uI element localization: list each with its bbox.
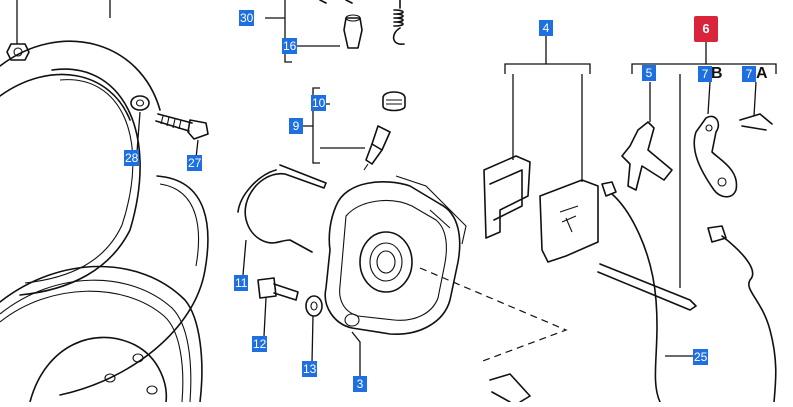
brake-caliper-drawing (324, 175, 467, 378)
callout-7b-suffix: B (711, 65, 723, 82)
callout-10[interactable]: 10 (311, 95, 327, 111)
brake-pad-drawing (483, 36, 599, 263)
callout-28[interactable]: 28 (124, 150, 140, 166)
callout-5[interactable]: 5 (642, 65, 656, 81)
bleeder-screw-drawing (363, 125, 391, 171)
sleeve-drawing (265, 0, 363, 63)
callout-11[interactable]: 11 (234, 275, 249, 291)
callout-3[interactable]: 3 (353, 376, 367, 392)
callout-16[interactable]: 16 (282, 38, 298, 54)
callout-12[interactable]: 12 (252, 336, 268, 352)
spring-drawing (392, 0, 405, 45)
guide-pin-drawing (257, 277, 299, 337)
callout-7a[interactable]: 7 (742, 66, 756, 82)
callout-30[interactable]: 30 (239, 10, 255, 26)
bolt-drawing (155, 113, 209, 159)
wear-sensor-drawing (597, 181, 777, 403)
bleeder-cap-drawing (382, 91, 406, 112)
sensor-connector-drawing (489, 373, 531, 403)
callout-7a-suffix: A (756, 65, 768, 82)
wire-spring-drawing (237, 164, 327, 276)
callout-6[interactable]: 6 (694, 16, 718, 42)
retaining-plate-drawing (621, 121, 673, 191)
guide-washer-drawing (305, 295, 323, 363)
washer-drawing (130, 95, 150, 153)
callout-7b[interactable]: 7 (698, 66, 712, 82)
brake-disc-drawing (0, 175, 209, 403)
nut-drawing (6, 0, 30, 61)
clip-b-drawing (693, 115, 738, 198)
callout-25[interactable]: 25 (693, 349, 709, 365)
callout-13[interactable]: 13 (302, 361, 318, 377)
backing-plate-drawing (0, 0, 161, 296)
callout-9[interactable]: 9 (289, 118, 303, 134)
callout-27[interactable]: 27 (187, 155, 203, 171)
callout-4[interactable]: 4 (539, 20, 553, 36)
clip-a-drawing (739, 113, 773, 131)
